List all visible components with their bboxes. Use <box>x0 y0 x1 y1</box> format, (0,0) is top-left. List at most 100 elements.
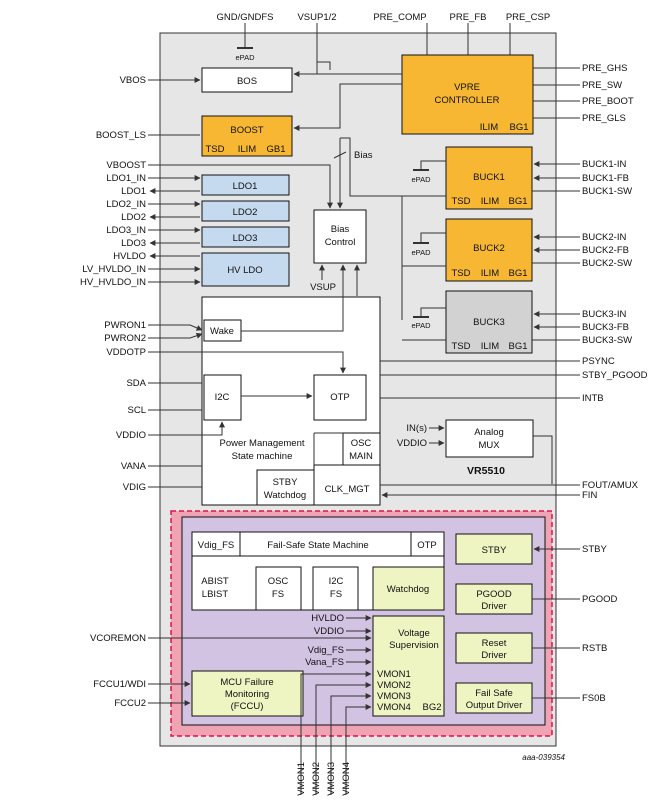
i2c-label: I2C <box>215 392 230 403</box>
boost-label: BOOST <box>230 125 263 136</box>
pin-buck3-sw: BUCK3-SW <box>582 335 632 346</box>
hvldo-label: HV LDO <box>227 265 262 276</box>
bottom-pins: VMON1 VMON2 VMON3 VMON4 <box>296 671 372 796</box>
abist-label-2: LBIST <box>202 589 229 600</box>
buck-epad-symbols: ePAD ePAD ePAD <box>402 160 446 341</box>
osc-main-label-2: MAIN <box>349 451 373 462</box>
pin-ldo3-in: LDO3_IN <box>106 225 146 236</box>
mcu-failure-block <box>191 670 304 717</box>
buck3-bg1: BG1 <box>508 341 527 352</box>
stby-wd-label-1: STBY <box>273 477 298 488</box>
osc-fs-box <box>255 566 302 611</box>
vs-in-vdig: Vdig_FS <box>308 645 344 656</box>
pin-buck3-fb: BUCK3-FB <box>582 322 629 333</box>
vs-bg2: BG2 <box>422 702 441 713</box>
reset-label-2: Driver <box>481 650 506 661</box>
pin-ldo3: LDO3 <box>121 238 146 249</box>
pin-hv-hvldo-in: HV_HVLDO_IN <box>80 277 146 288</box>
vpre-controller-block <box>401 54 534 135</box>
vs-in-hvldo: HVLDO <box>311 613 344 624</box>
pin-vmon2: VMON2 <box>311 762 322 796</box>
pin-pre-sw: PRE_SW <box>582 80 622 91</box>
right-pins: PRE_GHS PRE_SW PRE_BOOT PRE_GLS BUCK1-IN… <box>532 63 648 704</box>
pin-fin: FIN <box>582 490 597 501</box>
epad-buck1: ePAD <box>411 175 431 184</box>
osc-fs-label-2: FS <box>272 589 284 600</box>
wake-label: Wake <box>210 326 234 337</box>
pin-gnd: GND/GNDFS <box>217 12 274 23</box>
pin-psync: PSYNC <box>582 356 615 367</box>
clk-mgt-block <box>313 464 381 506</box>
pin-stby: STBY <box>582 544 607 555</box>
pin-vbos: VBOS <box>120 75 146 86</box>
vpre-label-1: VPRE <box>454 82 480 93</box>
left-pins: VBOS BOOST_LS VBOOST LDO1_IN LDO1 LDO2_I… <box>80 75 372 709</box>
abist-label-1: ABIST <box>201 576 229 587</box>
amux-in-2: VDDIO <box>397 438 427 449</box>
bos-block <box>201 67 293 93</box>
pin-buck1-in: BUCK1-IN <box>582 159 626 170</box>
pin-buck2-fb: BUCK2-FB <box>582 245 629 256</box>
analog-mux-block <box>445 419 534 458</box>
pin-pre-gls: PRE_GLS <box>582 113 626 124</box>
bias-control-label-2: Control <box>325 237 356 248</box>
pin-intb: INTB <box>582 393 604 404</box>
vpre-label-2: CONTROLLER <box>435 95 500 106</box>
pin-buck3-in: BUCK3-IN <box>582 309 626 320</box>
buck1-tsd: TSD <box>452 196 471 207</box>
ldo2-label: LDO2 <box>233 207 258 218</box>
pin-buck1-sw: BUCK1-SW <box>582 186 632 197</box>
pin-vddio: VDDIO <box>116 430 146 441</box>
pin-pgood: PGOOD <box>582 594 618 605</box>
buck3-label: BUCK3 <box>473 317 505 328</box>
pin-fccu2: FCCU2 <box>114 698 146 709</box>
buck2-label: BUCK2 <box>473 243 505 254</box>
epad-buck3: ePAD <box>411 321 431 330</box>
reset-label-1: Reset <box>482 638 507 649</box>
hvldo-block <box>201 252 290 287</box>
stby-label: STBY <box>482 545 507 556</box>
pin-vmon3: VMON3 <box>326 762 337 796</box>
pin-scl: SCL <box>128 405 146 416</box>
epad-buck2: ePAD <box>411 248 431 257</box>
pin-vddotp: VDDOTP <box>106 347 146 358</box>
pin-pre-ghs: PRE_GHS <box>582 63 627 74</box>
pgood-driver-block <box>455 583 533 615</box>
pin-buck2-sw: BUCK2-SW <box>582 258 632 269</box>
psm-label-2: State machine <box>232 451 293 462</box>
ldo1-block <box>201 174 290 196</box>
vs-label-2: Supervision <box>389 640 439 651</box>
stby-watchdog-block <box>256 469 315 506</box>
epad-top: ePAD <box>235 53 255 62</box>
i2c-block <box>203 374 242 421</box>
boost-ilim: ILIM <box>238 144 257 155</box>
mcu-label-2: Monitoring <box>225 689 269 700</box>
buck2-ilim: ILIM <box>481 268 500 279</box>
buck2-block <box>445 218 533 282</box>
vs-vmon4: VMON4 <box>377 702 411 713</box>
pin-stby-pgood: STBY_PGOOD <box>582 370 648 381</box>
pin-ldo2-in: LDO2_IN <box>106 199 146 210</box>
osc-main-label-1: OSC <box>351 438 372 449</box>
ldo3-block <box>201 226 290 248</box>
pin-sda: SDA <box>126 378 146 389</box>
fs-output-block <box>455 682 533 714</box>
buck2-tsd: TSD <box>452 268 471 279</box>
fssm-label: Fail-Safe State Machine <box>267 540 368 551</box>
amux-in-1: IN(s) <box>406 423 427 434</box>
mcu-label-3: (FCCU) <box>231 701 264 712</box>
pgood-label-1: PGOOD <box>476 589 512 600</box>
buck1-ilim: ILIM <box>481 196 500 207</box>
pin-vboost: VBOOST <box>106 160 146 171</box>
pin-rstb: RSTB <box>582 643 607 654</box>
buck1-bg1: BG1 <box>508 196 527 207</box>
bias-control-label-1: Bias <box>331 224 350 235</box>
pin-pre-fb: PRE_FB <box>450 12 487 23</box>
vs-vmon1: VMON1 <box>377 669 411 680</box>
i2c-fs-box <box>312 566 359 611</box>
buck1-block <box>445 146 533 210</box>
psm-label-1: Power Management <box>219 438 304 449</box>
chip-label: VR5510 <box>467 465 505 477</box>
amux-label-1: Analog <box>474 427 504 438</box>
